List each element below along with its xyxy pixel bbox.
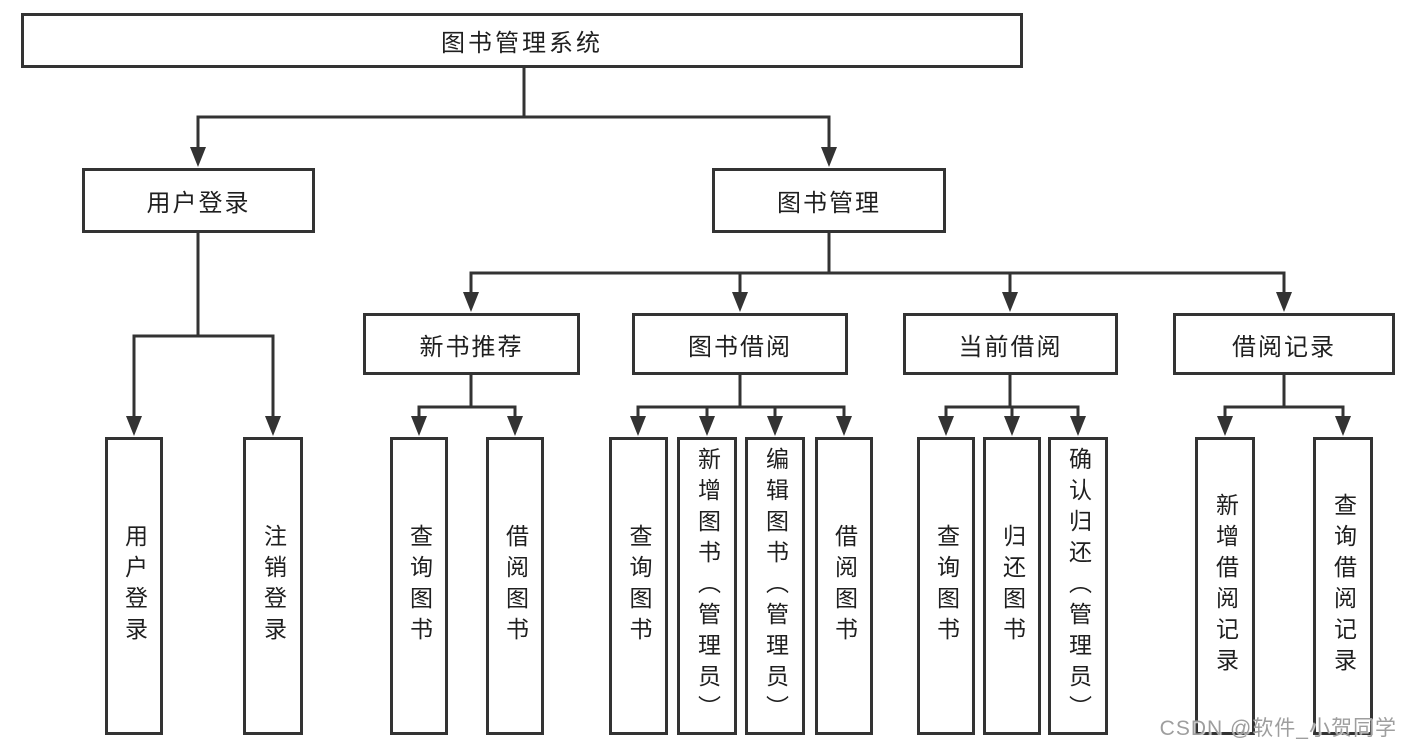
node-book-management: 图书管理 xyxy=(712,168,946,233)
node-user-login: 用户登录 xyxy=(82,168,315,233)
arrowhead xyxy=(732,292,748,312)
arrowhead xyxy=(938,416,954,436)
node-label: 用户登录 xyxy=(146,190,251,217)
arrowhead xyxy=(126,416,142,436)
leaf-borrow-books-recommend: 借阅图书 xyxy=(486,437,544,735)
leaf-query-borrow-record: 查询借阅记录 xyxy=(1313,437,1373,735)
leaf-add-borrow-record: 新增借阅记录 xyxy=(1195,437,1255,735)
node-label: 查询图书 xyxy=(406,524,433,648)
node-label: 归还图书 xyxy=(999,524,1026,648)
node-label: 新增图书（管理员） xyxy=(694,446,721,726)
node-new-book-recommend: 新书推荐 xyxy=(363,313,580,375)
node-label: 图书管理 xyxy=(777,190,881,217)
arrowhead xyxy=(1070,416,1086,436)
node-label: 当前借阅 xyxy=(958,333,1063,361)
arrowhead xyxy=(1002,292,1018,312)
leaf-query-books-recommend: 查询图书 xyxy=(390,437,448,735)
node-label: 确认归还（管理员） xyxy=(1065,446,1092,726)
node-label: 查询图书 xyxy=(626,524,652,648)
arrowhead xyxy=(767,416,783,436)
node-label: 借阅图书 xyxy=(502,524,529,648)
arrowhead xyxy=(411,416,427,436)
node-label: 图书管理系统 xyxy=(441,30,603,57)
arrowheads xyxy=(126,147,1351,436)
node-label: 新书推荐 xyxy=(419,333,524,361)
new-book-recommend-bar xyxy=(417,405,517,420)
arrowhead xyxy=(1335,416,1351,436)
arrowhead xyxy=(699,416,715,436)
csdn-watermark: CSDN @软件_小贺同学 xyxy=(1159,717,1397,740)
arrowhead xyxy=(1217,416,1233,436)
user-login-branch-bar xyxy=(132,334,275,420)
arrowhead xyxy=(630,416,646,436)
root-branch-bar xyxy=(196,115,831,152)
node-label: 编辑图书（管理员） xyxy=(762,446,789,726)
node-label: 查询借阅记录 xyxy=(1330,493,1357,679)
arrowhead xyxy=(265,416,281,436)
leaf-query-books-current: 查询图书 xyxy=(917,437,975,735)
leaf-user-login: 用户登录 xyxy=(105,437,163,735)
arrowhead xyxy=(1004,416,1020,436)
node-label: 借阅记录 xyxy=(1232,333,1336,361)
node-book-borrow: 图书借阅 xyxy=(632,313,848,375)
borrow-records-bar xyxy=(1223,405,1345,420)
node-label: 图书借阅 xyxy=(688,333,792,361)
leaf-add-book-admin: 新增图书（管理员） xyxy=(677,437,737,735)
arrowhead xyxy=(190,147,206,167)
leaf-return-book: 归还图书 xyxy=(983,437,1041,735)
leaf-query-books-borrow: 查询图书 xyxy=(609,437,668,735)
leaf-edit-book-admin: 编辑图书（管理员） xyxy=(745,437,805,735)
node-root: 图书管理系统 xyxy=(21,13,1023,68)
leaf-logout: 注销登录 xyxy=(243,437,303,735)
arrowhead xyxy=(836,416,852,436)
book-borrow-bar xyxy=(636,405,846,420)
node-current-borrow: 当前借阅 xyxy=(903,313,1118,375)
node-label: 注销登录 xyxy=(260,524,287,648)
arrowhead xyxy=(821,147,837,167)
leaf-confirm-return-admin: 确认归还（管理员） xyxy=(1048,437,1108,735)
arrowhead xyxy=(507,416,523,436)
leaf-borrow-books: 借阅图书 xyxy=(815,437,873,735)
node-borrow-records: 借阅记录 xyxy=(1173,313,1395,375)
book-management-branch-bar xyxy=(469,271,1286,297)
node-label: 借阅图书 xyxy=(831,524,858,648)
node-label: 查询图书 xyxy=(933,524,960,648)
arrowhead xyxy=(463,292,479,312)
connector-paths xyxy=(132,66,1345,420)
node-label: 用户登录 xyxy=(121,524,148,648)
node-label: 新增借阅记录 xyxy=(1212,493,1239,679)
arrowhead xyxy=(1276,292,1292,312)
